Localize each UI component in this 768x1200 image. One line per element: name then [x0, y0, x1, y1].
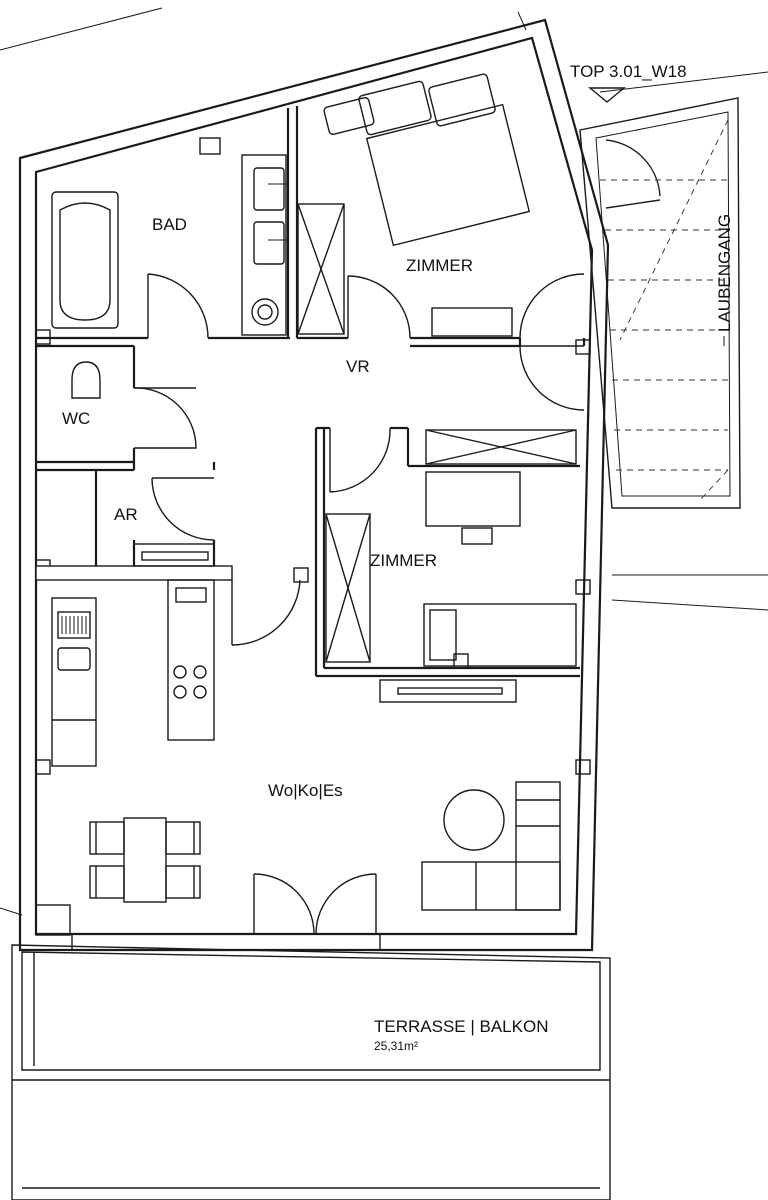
doors	[133, 139, 661, 935]
label-terrasse-area: 25,31m²	[374, 1039, 418, 1053]
label-ar: AR	[114, 505, 138, 524]
label-terrasse: TERRASSE | BALKON	[374, 1017, 548, 1036]
bed-top	[323, 73, 531, 337]
label-zimmer-mid: ZIMMER	[370, 551, 437, 570]
north-marker-icon	[588, 87, 626, 103]
laubengang	[579, 97, 741, 509]
wc-fixture	[71, 361, 101, 399]
terrace	[11, 944, 611, 1200]
interior-walls	[35, 106, 586, 678]
label-zimmer-top: ZIMMER	[406, 256, 473, 275]
label-wokoes: Wo|Ko|Es	[268, 781, 343, 800]
label-wc: WC	[62, 409, 90, 428]
living-set	[421, 781, 561, 911]
kitchen	[51, 579, 215, 767]
label-bad: BAD	[152, 215, 187, 234]
mid-bedroom-furniture	[325, 429, 577, 703]
dining-set	[89, 817, 201, 903]
wardrobe-top	[297, 203, 345, 335]
ar-shelf	[133, 543, 215, 567]
label-vr: VR	[346, 357, 370, 376]
site-lines	[0, 7, 768, 916]
bath-fixtures	[51, 154, 288, 336]
unit-code: TOP 3.01_W18	[570, 62, 687, 81]
label-laubengang: LAUBENGANG	[715, 214, 734, 332]
